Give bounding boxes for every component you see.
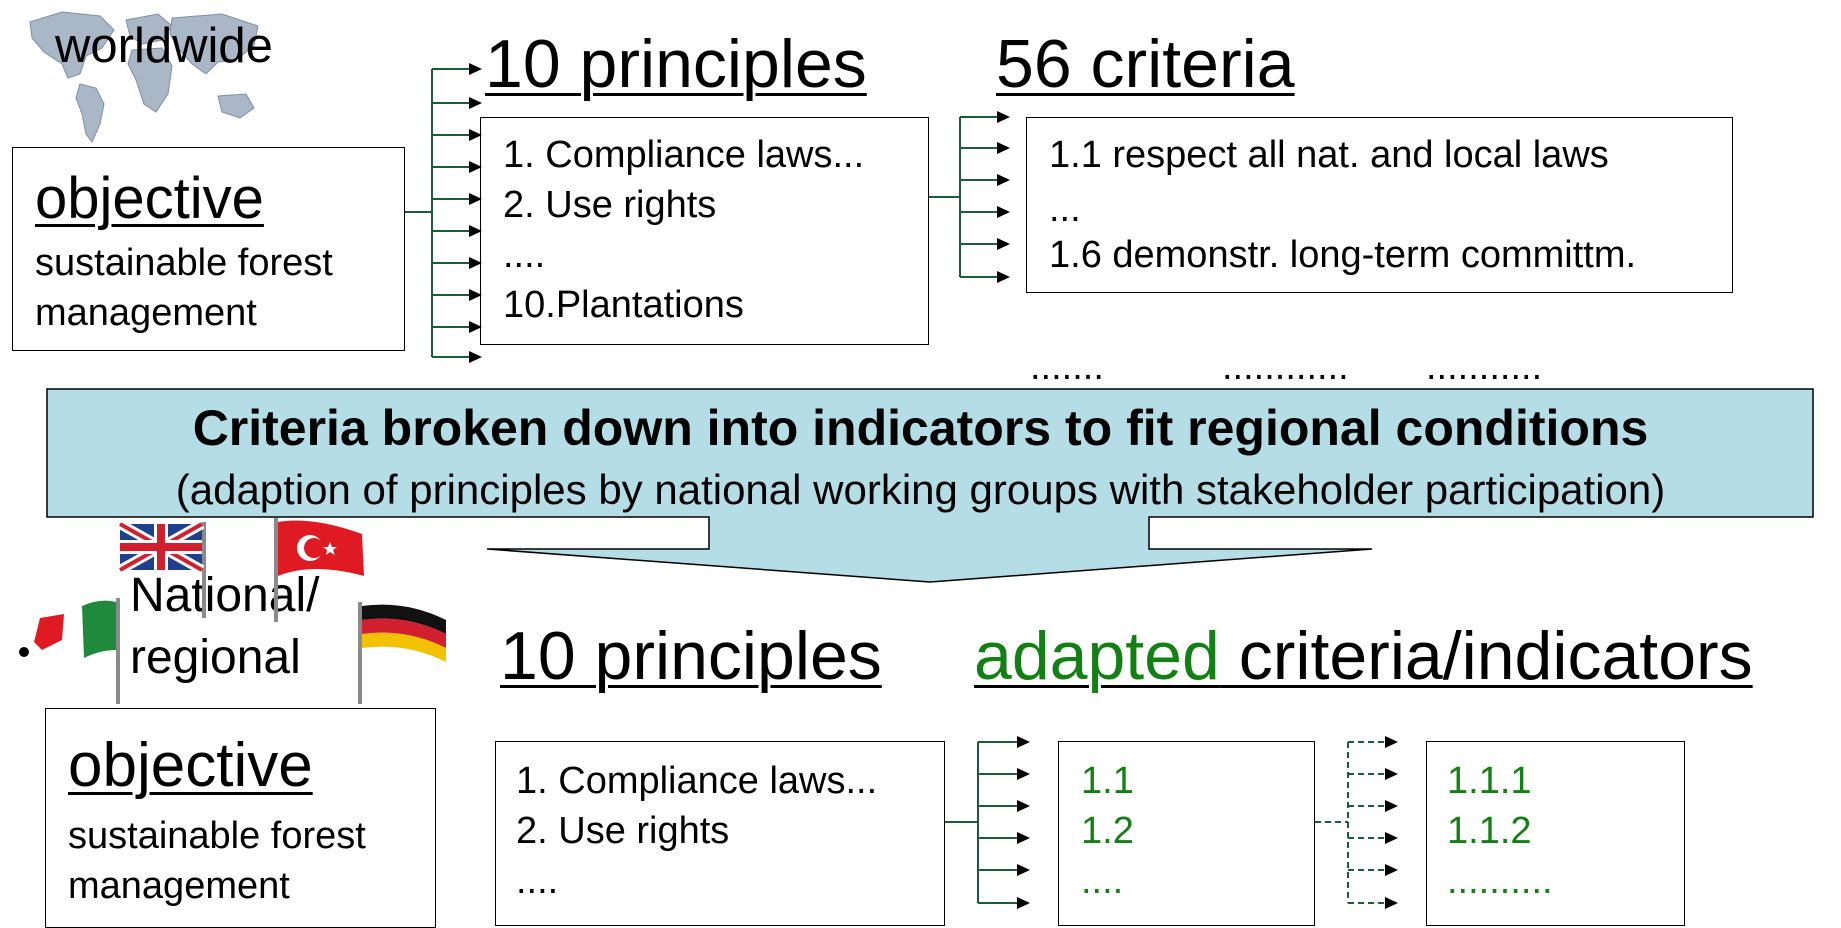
bottom-indicator-item-1: 1.1.1 <box>1447 760 1532 802</box>
bottom-principles-heading: 10 principles <box>500 618 882 694</box>
top-principle-item-3: .... <box>503 234 546 276</box>
bottom-adapted-heading: adapted criteria/indicators <box>974 622 1753 690</box>
bottom-objective-heading: objective <box>68 731 313 800</box>
national-label: National/ <box>130 569 320 622</box>
bottom-principle-item-2: 2. Use rights <box>516 810 730 852</box>
top-objective-box: objective sustainable forest management <box>12 147 405 351</box>
world-map-icon <box>29 11 259 143</box>
continuation-dots-2: ............ <box>1222 346 1349 388</box>
top-criteria-heading: 56 criteria <box>996 26 1295 102</box>
adapted-word: adapted <box>974 618 1220 694</box>
bullet-dot-icon <box>19 647 29 657</box>
germany-flag-icon <box>358 602 446 704</box>
banner-subtitle: (adaption of principles by national work… <box>175 466 1666 513</box>
continuation-dots-1: ....... <box>1030 346 1104 388</box>
turkey-flag-icon <box>274 518 364 622</box>
regional-label: regional <box>130 631 301 684</box>
continuation-dots-3: ........... <box>1426 346 1543 388</box>
bottom-principle-item-3: .... <box>516 860 559 902</box>
top-principles-box: 1. Compliance laws... 2. Use rights ....… <box>480 117 929 345</box>
top-criteria-item-2: ... <box>1049 188 1081 230</box>
top-principle-item-2: 2. Use rights <box>503 184 717 226</box>
bottom-criteria-box: 1.1 1.2 .... <box>1058 741 1315 926</box>
top-principle-item-1: 1. Compliance laws... <box>503 134 865 176</box>
top-criteria-item-1: 1.1 respect all nat. and local laws <box>1049 134 1609 176</box>
bottom-principles-box: 1. Compliance laws... 2. Use rights .... <box>495 741 945 926</box>
bottom-criteria-item-1: 1.1 <box>1081 760 1134 802</box>
top-principle-item-4: 10.Plantations <box>503 284 744 326</box>
bottom-indicator-item-2: 1.1.2 <box>1447 810 1532 852</box>
adapted-rest: criteria/indicators <box>1219 618 1753 694</box>
top-criteria-item-3: 1.6 demonstr. long-term committm. <box>1049 234 1637 276</box>
uk-flag-icon <box>117 520 206 618</box>
bottom-criteria-item-3: .... <box>1081 860 1124 902</box>
bottom-criteria-item-2: 1.2 <box>1081 810 1134 852</box>
italy-flag-icon <box>82 598 120 704</box>
bottom-objective-line2: management <box>68 865 290 907</box>
bottom-principle-item-1: 1. Compliance laws... <box>516 760 878 802</box>
worldwide-label: worldwide <box>55 19 273 73</box>
bottom-objective-box: objective sustainable forest management <box>45 708 436 928</box>
top-principles-heading: 10 principles <box>485 26 867 102</box>
banner-title: Criteria broken down into indicators to … <box>192 400 1649 456</box>
red-flag-icon <box>34 614 64 650</box>
top-criteria-box: 1.1 respect all nat. and local laws ... … <box>1026 117 1733 293</box>
bottom-indicators-box: 1.1.1 1.1.2 .......... <box>1426 741 1685 926</box>
top-objective-heading: objective <box>35 166 264 231</box>
top-objective-line2: management <box>35 292 257 334</box>
bottom-objective-line1: sustainable forest <box>68 815 366 857</box>
bottom-indicator-item-3: .......... <box>1447 860 1553 902</box>
top-objective-line1: sustainable forest <box>35 242 333 284</box>
